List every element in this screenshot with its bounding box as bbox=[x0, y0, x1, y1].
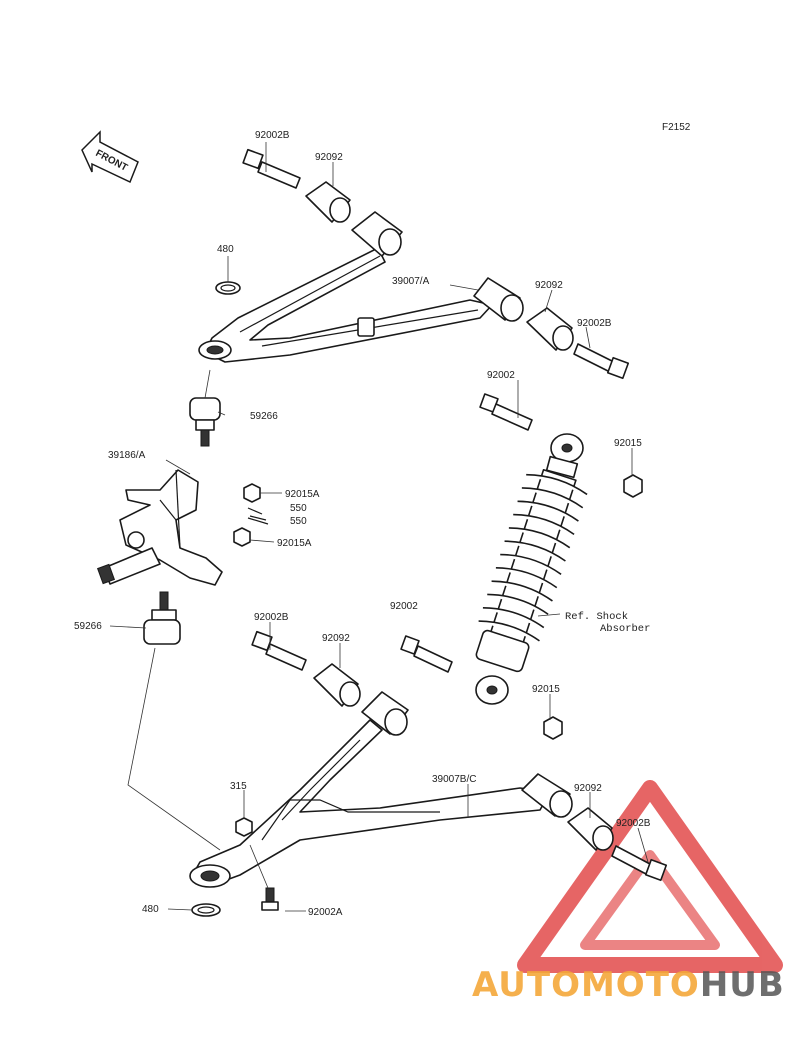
upper-bolt-right-icon bbox=[573, 343, 630, 380]
label-knuckle: 39186/A bbox=[108, 450, 146, 461]
leader-lines bbox=[109, 142, 649, 912]
label-upper-ring: 480 bbox=[217, 244, 234, 255]
label-lower-ball-joint: 59266 bbox=[74, 621, 102, 632]
label-nut-lower: 92015A bbox=[277, 538, 312, 549]
upper-arm-icon bbox=[198, 211, 524, 363]
lower-bushing-right-icon bbox=[567, 807, 614, 851]
lower-bolt-right-icon bbox=[611, 845, 668, 882]
lower-nut-icon bbox=[235, 817, 253, 837]
label-lower-bolt-left: 92002B bbox=[254, 612, 289, 623]
label-nut-upper: 92015A bbox=[285, 489, 320, 500]
label-upper-bushing-right: 92092 bbox=[535, 280, 563, 291]
shock-nut-upper-icon bbox=[623, 474, 643, 498]
cotter-pin-2-icon bbox=[247, 515, 269, 525]
upper-ball-joint-icon bbox=[189, 369, 221, 447]
lower-arm-icon bbox=[189, 691, 573, 888]
shock-absorber-icon bbox=[475, 433, 588, 705]
lower-bolt-left-icon bbox=[251, 630, 307, 671]
upper-bolt-icon bbox=[242, 148, 301, 189]
shock-nut-lower-icon bbox=[543, 716, 563, 740]
lower-ring-icon bbox=[191, 903, 221, 917]
label-lower-nut: 315 bbox=[230, 781, 247, 792]
label-shock-ref-line2: Absorber bbox=[600, 623, 650, 635]
upper-bushing-left-icon bbox=[305, 181, 351, 223]
label-lower-bolt-right: 92002B bbox=[616, 818, 651, 829]
label-shock-nut-lower: 92015 bbox=[532, 684, 560, 695]
label-lower-arm: 39007B/C bbox=[432, 774, 476, 785]
label-lower-bolt-small: 92002A bbox=[308, 907, 343, 918]
lower-ball-joint-icon bbox=[143, 591, 181, 645]
label-cotter-2: 550 bbox=[290, 516, 307, 527]
label-upper-bolt: 92002B bbox=[255, 130, 290, 141]
label-cotter-1: 550 bbox=[290, 503, 307, 514]
nut-lower-icon bbox=[233, 527, 251, 547]
lower-bolt-small-icon bbox=[261, 887, 279, 911]
shock-bolt-lower-icon bbox=[400, 635, 453, 673]
watermark-part1: AUTOMOTO bbox=[472, 965, 700, 1005]
label-lower-bushing-right: 92092 bbox=[574, 783, 602, 794]
label-upper-bushing-left: 92092 bbox=[315, 152, 343, 163]
front-arrow-icon: FRONT bbox=[81, 130, 139, 184]
shock-bolt-upper-icon bbox=[479, 393, 533, 431]
label-upper-bolt-right: 92002B bbox=[577, 318, 612, 329]
label-shock-nut-upper: 92015 bbox=[614, 438, 642, 449]
watermark-text: AUTOMOTOHUB bbox=[472, 965, 785, 1005]
label-upper-arm: 39007/A bbox=[392, 276, 430, 287]
upper-ring-icon bbox=[215, 281, 241, 295]
label-shock-ref-line1: Ref. Shock bbox=[565, 611, 628, 623]
label-shock-bolt-upper: 92002 bbox=[487, 370, 515, 381]
watermark-part2: HUB bbox=[700, 965, 785, 1005]
label-upper-ball-joint: 59266 bbox=[250, 411, 278, 422]
label-lower-bushing-left: 92092 bbox=[322, 633, 350, 644]
nut-upper-icon bbox=[243, 483, 261, 503]
label-lower-ring: 480 bbox=[142, 904, 159, 915]
knuckle-icon bbox=[96, 469, 223, 586]
watermark-logo-icon bbox=[517, 780, 783, 973]
upper-bushing-right-icon bbox=[526, 307, 574, 351]
label-shock-bolt-lower: 92002 bbox=[390, 601, 418, 612]
figure-code: F2152 bbox=[662, 122, 691, 133]
cotter-pin-1-icon bbox=[247, 507, 263, 515]
lower-bushing-left-icon bbox=[313, 663, 361, 707]
